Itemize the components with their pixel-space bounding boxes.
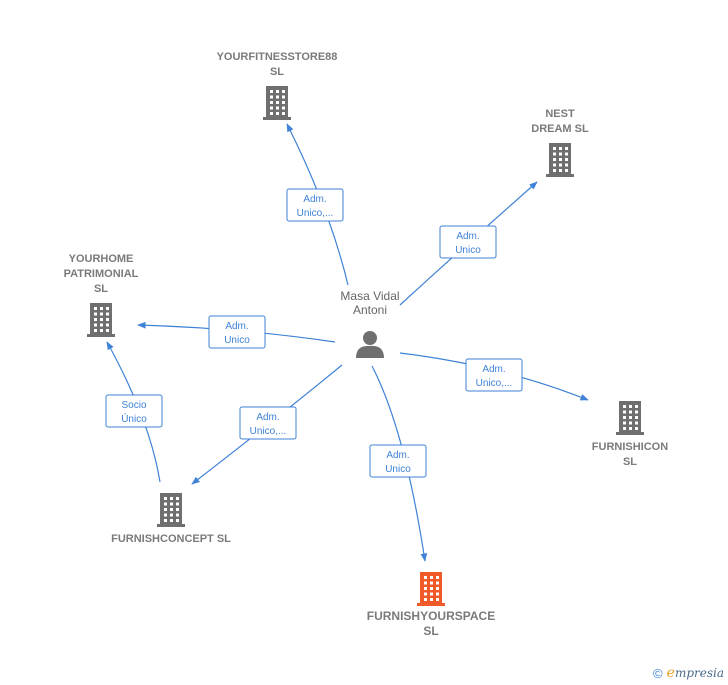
company-name-label: SL [270, 66, 284, 78]
edge-label-text: Adm. [256, 412, 279, 423]
company-name-label: YOURFITNESSTORE88 [217, 51, 338, 63]
edge-label-text: Adm. [386, 450, 409, 461]
edge-label-box[interactable] [439, 225, 497, 259]
node-furnishconcept[interactable]: FURNISHCONCEPT SL [111, 493, 231, 545]
edge-label-text: Unico [224, 335, 250, 346]
company-name-label: FURNISHICON [592, 441, 668, 453]
edge-label-text: Unico [455, 245, 481, 256]
edge-center-to-nest-dream: Adm. Unico [399, 181, 538, 306]
person-icon[interactable] [356, 331, 384, 358]
edge-label-text: Adm. [303, 194, 326, 205]
edge-label-box[interactable] [208, 315, 266, 349]
edge-label-text: Unico,... [250, 426, 287, 437]
company-name-label: SL [423, 624, 438, 638]
edge-label-box[interactable] [105, 394, 163, 428]
edge-label-text: Unico [385, 464, 411, 475]
building-icon[interactable] [616, 401, 644, 435]
company-name-label: NEST [545, 108, 575, 120]
company-name-label: FURNISHCONCEPT SL [111, 533, 231, 545]
edge-label-box[interactable] [286, 188, 344, 222]
footer-watermark: © empresia [653, 665, 724, 681]
edge-label-box[interactable] [239, 406, 297, 440]
building-icon[interactable] [157, 493, 185, 527]
edge-label-box[interactable] [369, 444, 427, 478]
edge-label-text: Socio [121, 400, 146, 411]
person-name-label: Masa Vidal [340, 289, 399, 303]
building-icon[interactable] [546, 143, 574, 177]
company-name-label: DREAM SL [531, 123, 589, 135]
edge-label-text: Unico,... [297, 208, 334, 219]
brand-logo: empresia [666, 665, 724, 681]
node-nest-dream[interactable]: NEST DREAM SL [531, 108, 589, 177]
building-icon[interactable] [87, 303, 115, 337]
person-name-label: Antoni [353, 303, 387, 317]
building-icon[interactable] [417, 572, 445, 606]
edge-center-to-yourhome-patrimonial: Adm. Unico [137, 315, 336, 349]
edge-center-to-furnishicon: Adm. Unico,... [399, 352, 589, 401]
edge-label-box[interactable] [465, 358, 523, 392]
company-name-label: SL [94, 283, 108, 295]
edge-label-text: Unico,... [476, 378, 513, 389]
edges-layer: Adm.Unico,...Adm.UnicoAdm.UnicoAdm.Unico… [105, 123, 589, 562]
edge-label-text: Adm. [456, 231, 479, 242]
copyright-icon: © [653, 665, 663, 681]
company-name-label: PATRIMONIAL [64, 268, 139, 280]
company-name-label: YOURHOME [69, 253, 134, 265]
node-yourhome-patrimonial[interactable]: YOURHOME PATRIMONIAL SL [64, 253, 139, 337]
edge-center-to-yourfitnessstore88: Adm. Unico,... [286, 123, 349, 286]
building-icon[interactable] [263, 86, 291, 120]
company-name-label: FURNISHYOURSPACE [367, 609, 495, 623]
edge-label-text: Único [121, 412, 147, 425]
node-furnishicon[interactable]: FURNISHICON SL [592, 401, 668, 468]
edge-center-to-furnishyourspace: Adm. Unico [369, 365, 428, 562]
company-name-label: SL [623, 456, 637, 468]
edge-label-text: Adm. [482, 364, 505, 375]
edge-label-text: Adm. [225, 321, 248, 332]
edge-center-to-furnishconcept: Adm. Unico,... [191, 364, 343, 485]
